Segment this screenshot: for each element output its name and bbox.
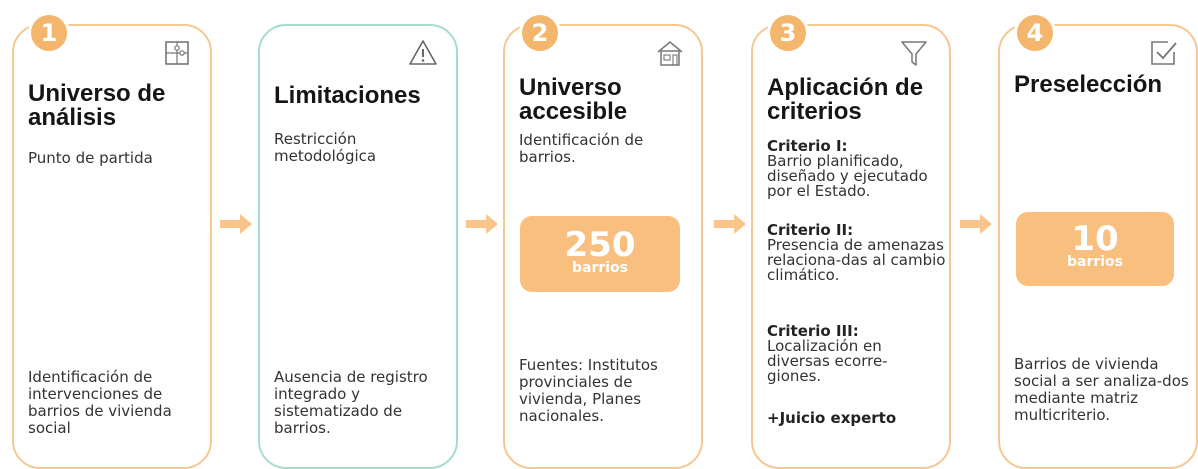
step-title-3: Aplicación de criterios (767, 74, 924, 125)
step-badge-2: 2 (519, 12, 561, 54)
step-title-1: Universo de análisis (28, 80, 166, 131)
expert-judgement: +Juicio experto (767, 409, 897, 427)
count-value: 10 (1071, 219, 1119, 259)
criterion-3-label: Criterio III: (767, 322, 859, 340)
count-badge: 250 barrios (520, 216, 680, 292)
step-subtitle-1: Punto de partida (28, 149, 153, 167)
step-bottom-text-4: Barrios de vivienda social a ser analiza… (1014, 355, 1189, 424)
step-card-1: 1 Universo de análisis Punto de partida … (12, 12, 212, 469)
step-bottom-text-2: Fuentes: Institutos provinciales de vivi… (519, 356, 658, 425)
count-unit: barrios (571, 260, 629, 276)
step-card-2: 2 Universo accesible Identificación de b… (503, 12, 703, 469)
arrow-right-icon (960, 214, 992, 234)
step-subtitle-limitaciones: Restricción metodológica (274, 130, 377, 165)
step-subtitle-2: Identificación de barrios. (519, 131, 644, 166)
criterion-3: Criterio III: Localización en diversas e… (767, 324, 917, 384)
step-badge-4: 4 (1014, 12, 1056, 54)
count-value: 250 (564, 225, 636, 265)
step-badge-1: 1 (28, 12, 70, 54)
checkbox-icon (1151, 41, 1177, 65)
step-card-3: 3 Aplicación de criterios Criterio I: Ba… (751, 12, 952, 469)
criterion-1-label: Criterio I: (767, 137, 848, 155)
step-title-4: Preselección (1014, 71, 1163, 98)
criterion-2: Criterio II: Presencia de amenazas relac… (767, 223, 952, 283)
criterion-2-text: Presencia de amenazas relaciona-das al c… (767, 236, 946, 284)
step-card-4: 4 Preselección 10 barrios Barrios de viv… (998, 12, 1198, 469)
criterion-2-label: Criterio II: (767, 221, 854, 239)
step-title-2: Universo accesible (519, 74, 628, 125)
step-bottom-text-limitaciones: Ausencia de registro integrado y sistema… (274, 368, 428, 437)
filter-icon (901, 41, 927, 66)
count-badge: 10 barrios (1016, 212, 1174, 286)
warning-icon (409, 40, 437, 65)
house-icon (657, 41, 683, 66)
step-bottom-text-1: Identificación de intervenciones de barr… (28, 368, 172, 437)
step-title-limitaciones: Limitaciones (274, 82, 421, 109)
arrow-right-icon (220, 214, 252, 234)
criterion-3-text: Localización en diversas ecorre-giones. (767, 337, 888, 385)
step-badge-3: 3 (767, 12, 809, 54)
count-unit: barrios (1066, 254, 1124, 270)
arrow-right-icon (714, 214, 746, 234)
step-card-limitaciones: Limitaciones Restricción metodológica Au… (258, 24, 458, 469)
puzzle-icon (165, 41, 189, 65)
arrow-right-icon (466, 214, 498, 234)
criterion-1-text: Barrio planificado, diseñado y ejecutado… (767, 152, 928, 200)
criterion-1: Criterio I: Barrio planificado, diseñado… (767, 139, 952, 199)
